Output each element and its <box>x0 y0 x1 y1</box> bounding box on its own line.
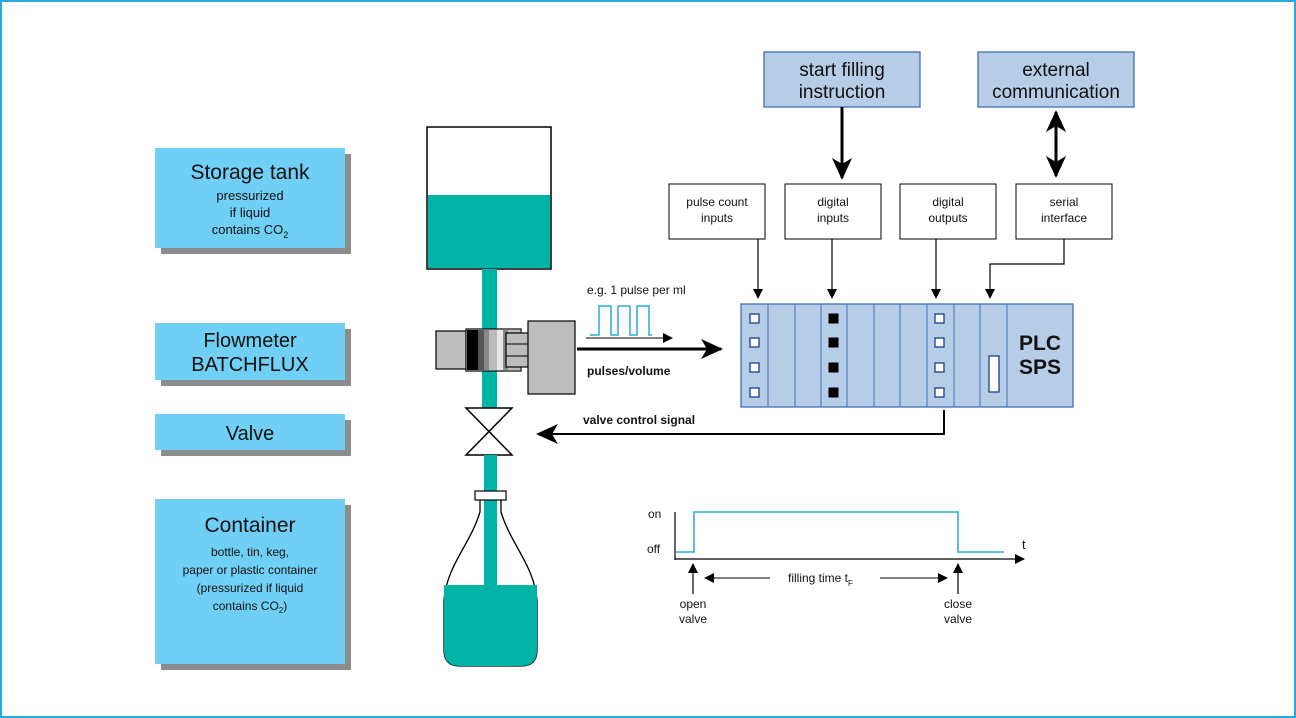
pipe-lower <box>484 455 497 585</box>
pulse-example-label: e.g. 1 pulse per ml <box>587 283 686 297</box>
valve-label: Valve <box>155 414 351 456</box>
external-communication-box: external communication <box>977 51 1135 108</box>
start-filling-line-2: instruction <box>799 82 886 103</box>
container-line-3: (pressurized if liquid <box>197 581 304 595</box>
container-line-1: bottle, tin, keg, <box>211 545 289 559</box>
io-digital-inputs-line-2: inputs <box>817 211 849 225</box>
storage-tank <box>426 126 552 270</box>
start-filling-line-1: start filling <box>799 60 885 81</box>
io-box-digital-inputs: digital inputs <box>784 183 882 240</box>
valve-control-arrow <box>536 410 945 444</box>
serial-interface-arrow <box>985 239 1065 299</box>
valve-symbol <box>464 407 514 456</box>
plc-digital-input-terminals <box>828 313 839 398</box>
start-filling-instruction-box: start filling instruction <box>763 51 921 108</box>
open-valve-line-2: valve <box>679 612 707 626</box>
io-serial-interface-line-2: interface <box>1041 211 1087 225</box>
timing-on-label: on <box>648 507 661 521</box>
pulse-train <box>590 305 652 336</box>
flowmeter-device <box>435 320 576 395</box>
timing-off-label: off <box>647 542 661 556</box>
io-box-digital-outputs: digital outputs <box>899 183 997 240</box>
flowmeter-label: Flowmeter BATCHFLUX <box>155 323 351 386</box>
filling-time-label: filling time tF <box>788 571 853 588</box>
timing-t-label: t <box>1022 537 1026 552</box>
plc-label-line-1: PLC <box>1019 332 1061 355</box>
plc-label-line-2: SPS <box>1019 356 1061 379</box>
external-communication-line-2: communication <box>992 82 1120 103</box>
container-label: Container bottle, tin, keg, paper or pla… <box>155 499 351 670</box>
close-valve-line-1: close <box>944 597 972 611</box>
storage-tank-line-2: if liquid <box>230 205 270 220</box>
io-serial-interface-line-1: serial <box>1050 195 1079 209</box>
plc-pulse-terminals <box>749 313 760 398</box>
storage-tank-title: Storage tank <box>190 161 310 184</box>
plc-unit: PLC SPS <box>740 303 1074 408</box>
bottle <box>443 490 538 667</box>
valve-title: Valve <box>226 423 275 445</box>
container-title: Container <box>204 514 295 537</box>
plc-digital-output-terminals <box>934 313 945 398</box>
io-digital-outputs-line-1: digital <box>932 195 963 209</box>
container-line-2: paper or plastic container <box>183 563 318 577</box>
timing-diagram: on off t filling time tF open valve clos… <box>647 507 1026 626</box>
storage-tank-label: Storage tank pressurized if liquid conta… <box>155 148 351 254</box>
io-pulse-count-line-2: inputs <box>701 211 733 225</box>
flowmeter-line-2: BATCHFLUX <box>191 354 308 376</box>
io-pulse-count-line-1: pulse count <box>686 195 748 209</box>
plc-serial-port <box>988 355 1000 393</box>
flowmeter-line-1: Flowmeter <box>203 330 297 352</box>
storage-tank-line-1: pressurized <box>216 188 283 203</box>
valve-control-label: valve control signal <box>583 413 695 427</box>
timing-signal <box>676 511 1004 553</box>
io-digital-outputs-line-2: outputs <box>928 211 967 225</box>
io-box-pulse-count: pulse count inputs <box>668 183 766 240</box>
open-valve-line-1: open <box>680 597 707 611</box>
container-line-4: contains CO2) <box>213 599 287 615</box>
io-digital-inputs-line-1: digital <box>817 195 848 209</box>
external-communication-line-1: external <box>1022 60 1090 81</box>
storage-tank-line-3: contains CO2 <box>212 222 289 240</box>
close-valve-line-2: valve <box>944 612 972 626</box>
io-box-serial-interface: serial interface <box>1015 183 1113 240</box>
pulses-volume-label: pulses/volume <box>587 364 671 378</box>
